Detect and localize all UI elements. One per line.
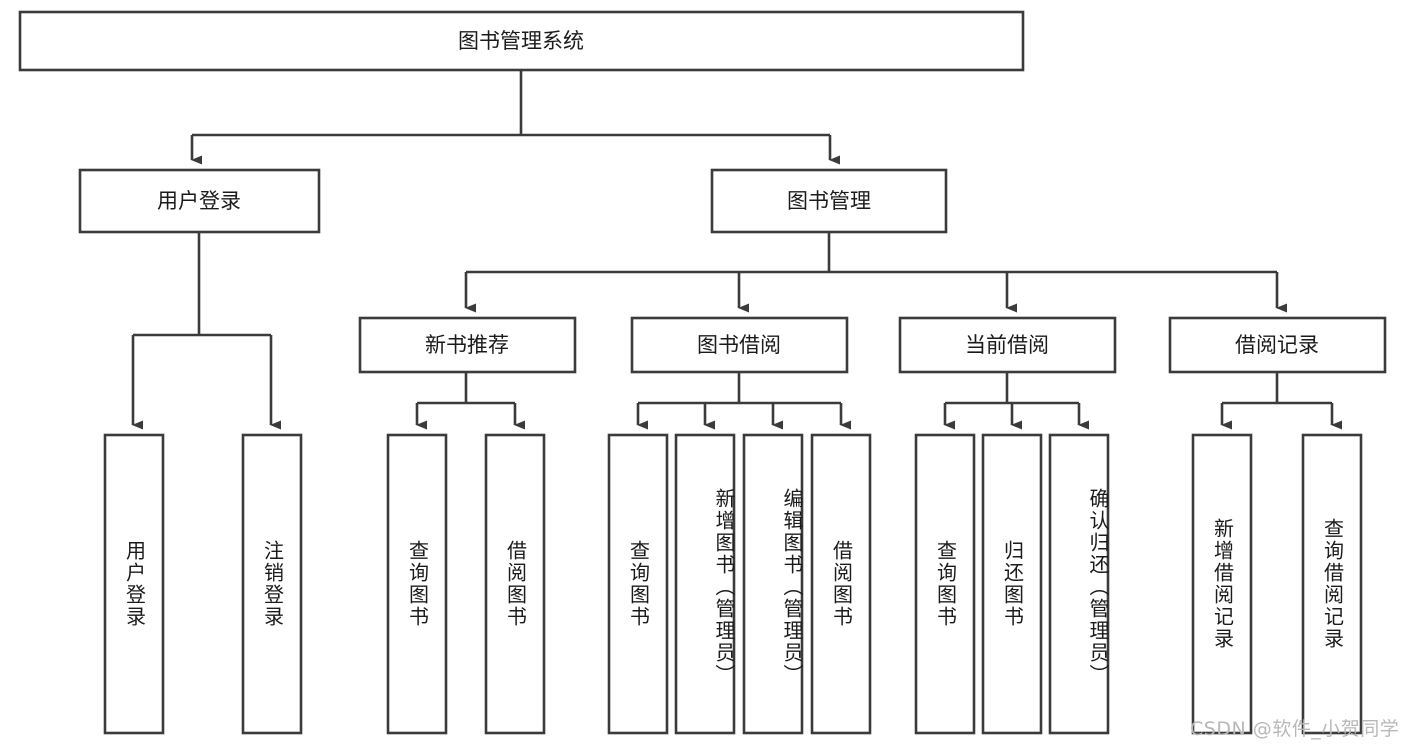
- connector-borrowrecord-to-leaves: [1220, 372, 1342, 430]
- node-root[interactable]: 图书管理系统: [18, 10, 1025, 72]
- leaf-box-currentborrow-0[interactable]: [914, 433, 976, 735]
- leaf-box-borrowrecord-0[interactable]: [1191, 433, 1253, 735]
- node-user-login-label: 用户登录: [157, 189, 241, 213]
- node-root-label: 图书管理系统: [458, 29, 584, 53]
- connector-userlogin-to-leaves: [131, 232, 281, 430]
- connector-bookborrow-to-leaves: [636, 372, 851, 430]
- leaf-box-user-login-1[interactable]: [241, 433, 303, 735]
- connector-bookmgmt-to-level3: [464, 232, 1287, 313]
- node-borrow-record-label: 借阅记录: [1235, 333, 1319, 357]
- leaf-box-currentborrow-2[interactable]: [1048, 433, 1110, 735]
- leaf-box-newbook-1[interactable]: [484, 433, 546, 735]
- leaf-box-user-login-0[interactable]: [103, 433, 165, 735]
- leaf-box-bookborrow-0[interactable]: [607, 433, 669, 735]
- connector-newbook-to-leaves: [415, 372, 525, 430]
- node-book-borrow[interactable]: 图书借阅: [630, 316, 849, 374]
- leaf-box-newbook-0[interactable]: [386, 433, 448, 735]
- leaf-box-borrowrecord-1[interactable]: [1301, 433, 1363, 735]
- node-current-borrow[interactable]: 当前借阅: [898, 316, 1117, 374]
- leaf-box-bookborrow-3[interactable]: [810, 433, 872, 735]
- node-user-login[interactable]: 用户登录: [78, 168, 321, 234]
- node-new-book-recommend-label: 新书推荐: [425, 333, 509, 357]
- node-book-management-label: 图书管理: [787, 189, 871, 213]
- leaf-box-currentborrow-1[interactable]: [981, 433, 1043, 735]
- node-book-management[interactable]: 图书管理: [710, 168, 948, 234]
- node-new-book-recommend[interactable]: 新书推荐: [358, 316, 577, 374]
- leaf-box-bookborrow-1[interactable]: [674, 433, 736, 735]
- csdn-watermark: CSDN @软件_小贺同学: [1190, 718, 1400, 740]
- connector-currentborrow-to-leaves: [943, 372, 1089, 430]
- node-borrow-record[interactable]: 借阅记录: [1168, 316, 1387, 374]
- connector-root-to-level2: [190, 70, 840, 165]
- leaf-box-bookborrow-2[interactable]: [742, 433, 804, 735]
- node-book-borrow-label: 图书借阅: [697, 333, 781, 357]
- node-current-borrow-label: 当前借阅: [965, 333, 1049, 357]
